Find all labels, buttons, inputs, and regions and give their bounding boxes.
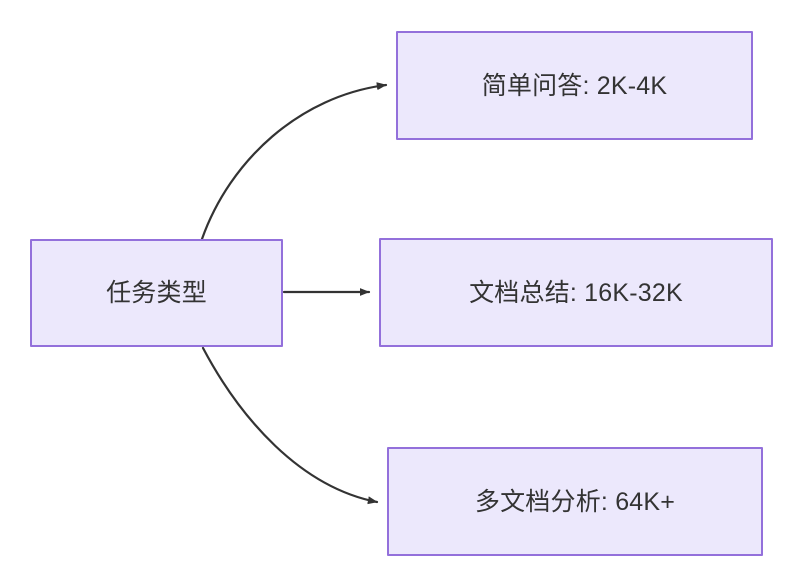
node-label-task-type: 任务类型: [106, 279, 207, 307]
node-label-multi-document-analysis: 多文档分析: 64K+: [474, 487, 676, 516]
node-simple-qa[interactable]: 简单问答: 2K-4K: [396, 31, 753, 140]
node-label-document-summary: 文档总结: 16K-32K: [469, 278, 683, 307]
node-document-summary[interactable]: 文档总结: 16K-32K: [379, 238, 773, 347]
node-label-simple-qa: 简单问答: 2K-4K: [481, 71, 668, 100]
node-task-type[interactable]: 任务类型: [30, 239, 283, 347]
edge-source-to-simple: [200, 82, 388, 241]
node-multi-document-analysis[interactable]: 多文档分析: 64K+: [387, 447, 763, 556]
edge-source-to-multi: [201, 346, 379, 505]
